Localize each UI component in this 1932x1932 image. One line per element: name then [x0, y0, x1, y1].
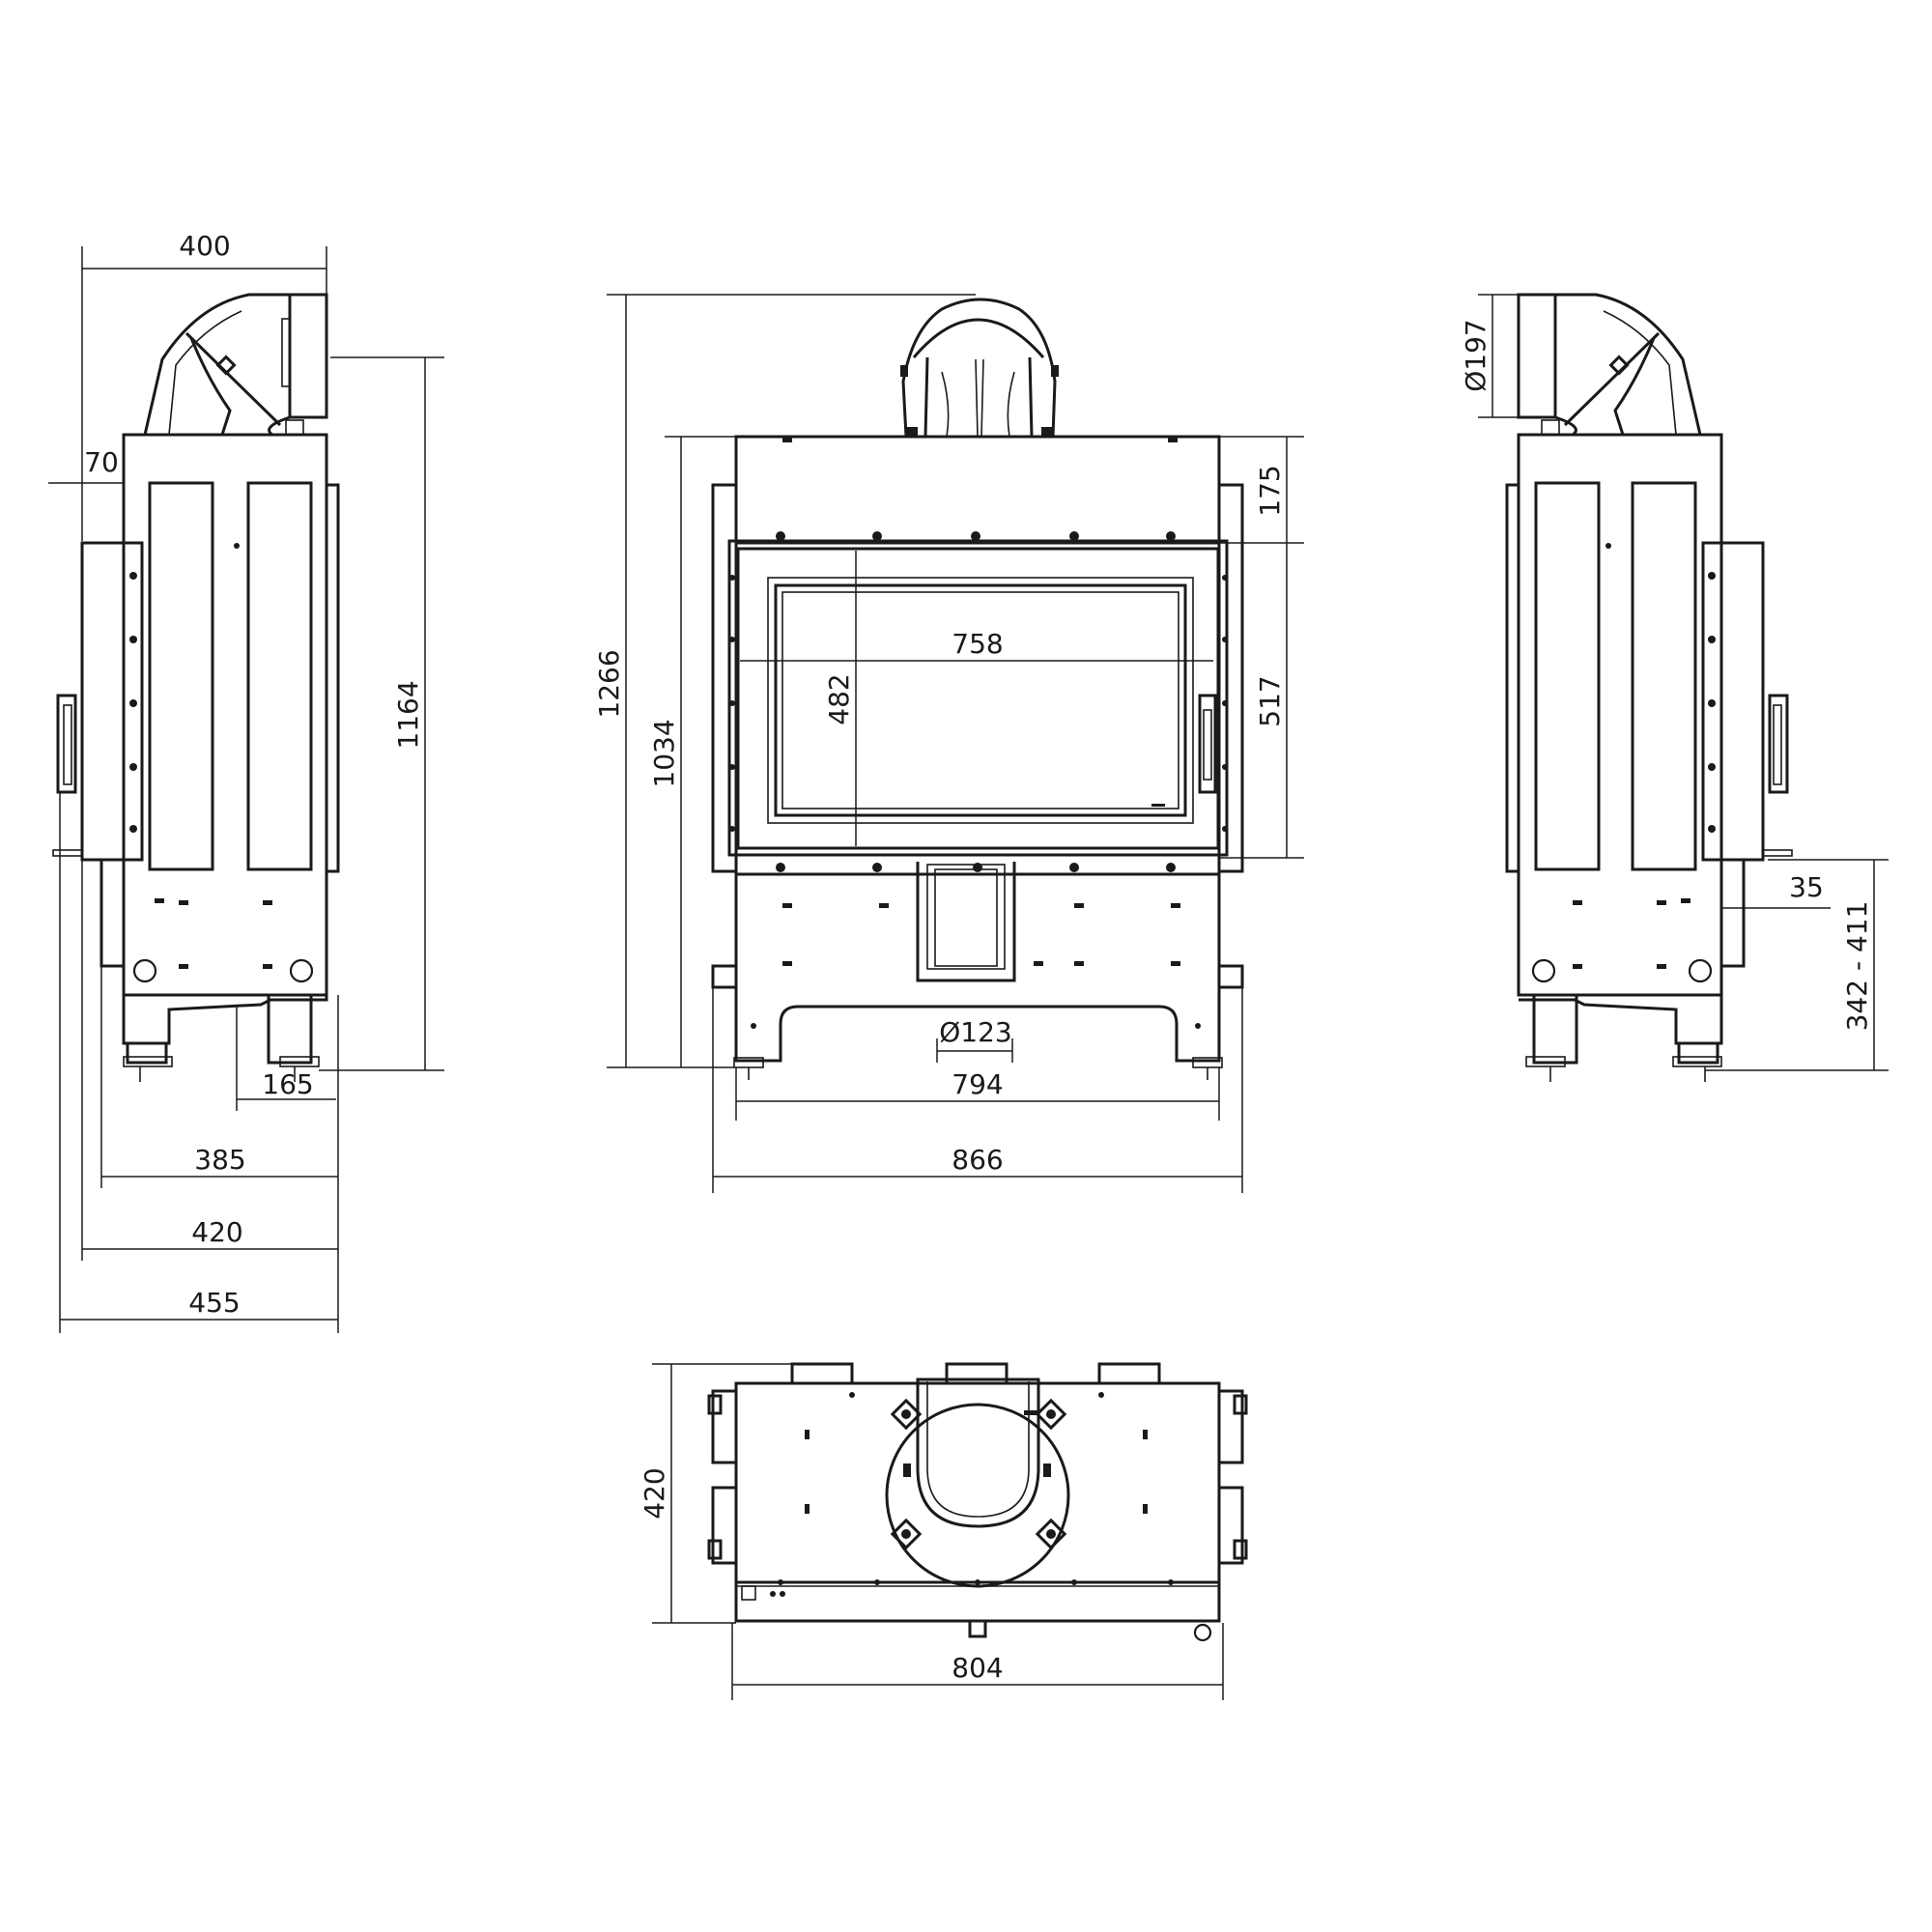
top-view	[707, 1362, 1248, 1642]
dim-1034: 1034	[648, 719, 680, 787]
dim-1266: 1266	[593, 649, 625, 718]
dimension-labels: 400 70 1164 165 385 420 455 1266 1034 75…	[84, 230, 1873, 1684]
dimension-lines	[48, 246, 1889, 1700]
front-view	[711, 298, 1244, 1080]
dim-866: 866	[952, 1144, 1003, 1176]
dim-794: 794	[952, 1068, 1003, 1100]
dim-517: 517	[1254, 675, 1286, 726]
dim-482: 482	[823, 673, 855, 724]
side-view-left	[52, 293, 340, 1082]
dim-758: 758	[952, 628, 1003, 660]
dim-1164: 1164	[392, 680, 424, 749]
dim-diameter-123: Ø123	[939, 1016, 1011, 1048]
dim-420-top: 420	[639, 1467, 670, 1519]
dim-35: 35	[1789, 871, 1824, 903]
dim-165: 165	[262, 1068, 313, 1100]
dim-70: 70	[84, 446, 119, 478]
dim-342-411: 342 - 411	[1841, 901, 1873, 1032]
dim-diameter-197: Ø197	[1460, 319, 1492, 391]
dim-385: 385	[194, 1144, 245, 1176]
dim-455: 455	[188, 1287, 240, 1319]
dim-400: 400	[179, 230, 230, 262]
dim-175: 175	[1254, 465, 1286, 516]
side-view-right	[1505, 293, 1793, 1082]
dim-420-side: 420	[191, 1216, 242, 1248]
dim-804: 804	[952, 1652, 1003, 1684]
